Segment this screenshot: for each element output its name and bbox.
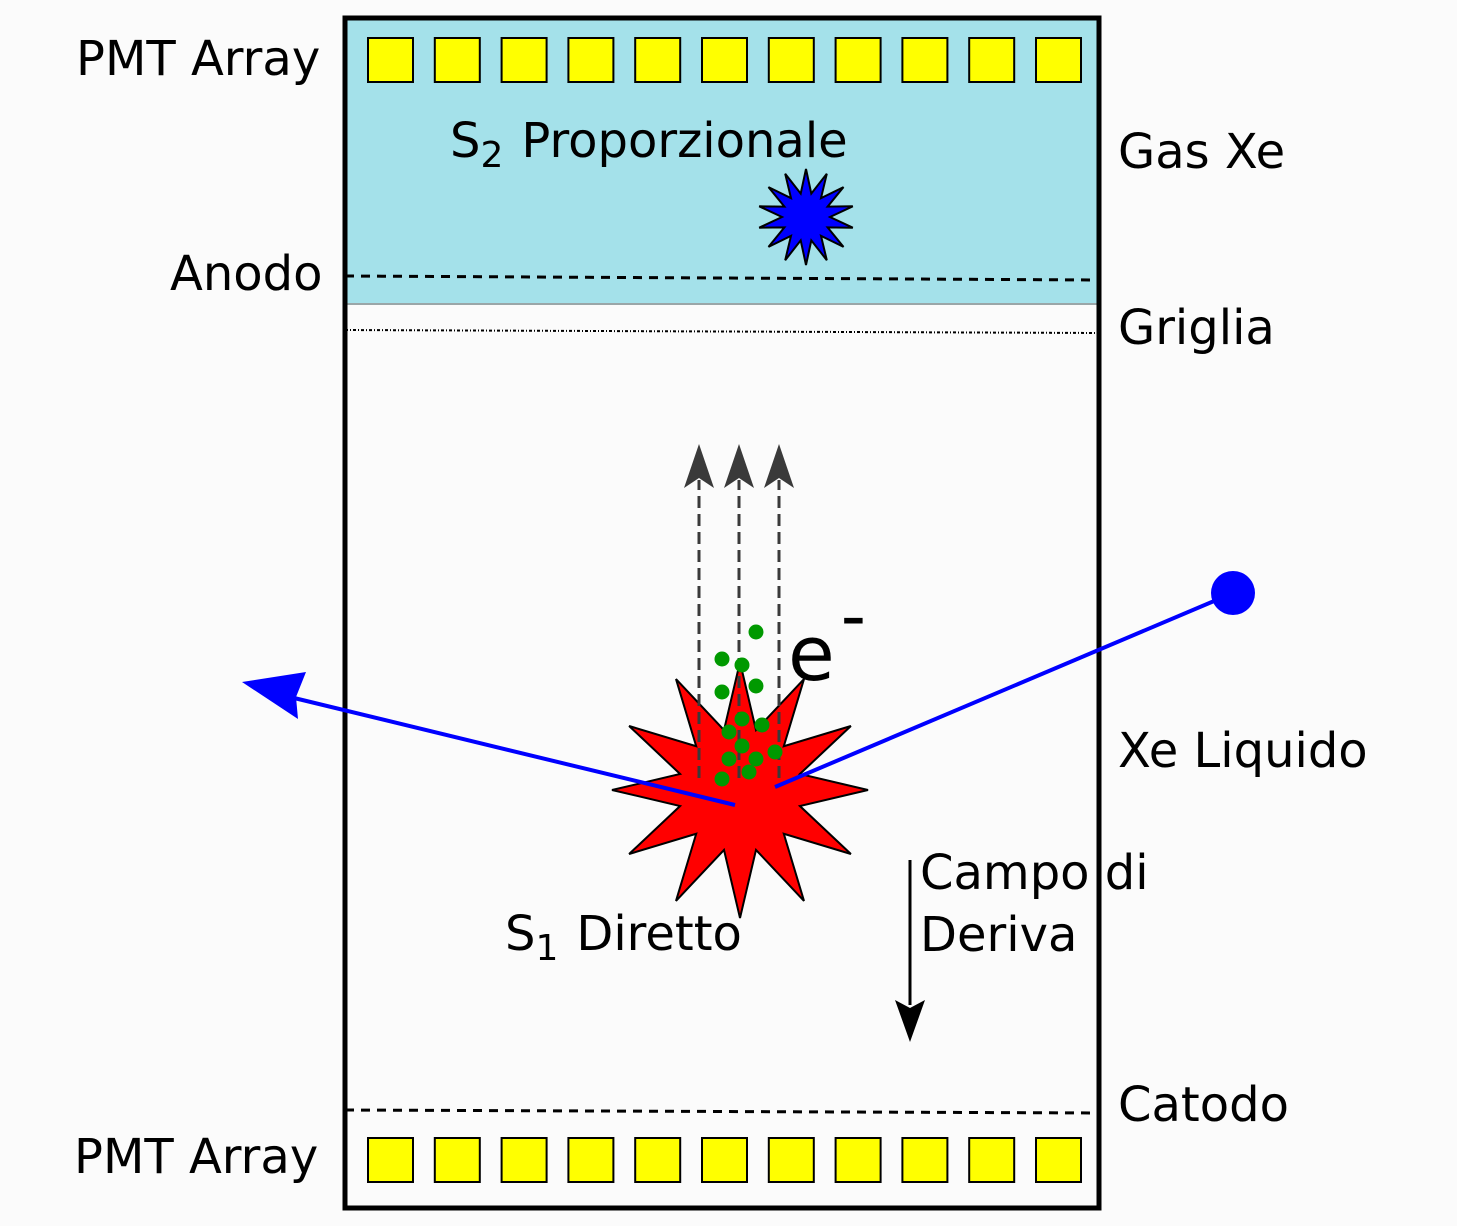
drift-field-label-line2: Deriva [920, 907, 1077, 963]
electron-dot [748, 678, 764, 694]
pmt-square [1035, 37, 1082, 83]
electron-dot [741, 764, 757, 780]
electron-dot [754, 717, 770, 733]
pmt-array-top [367, 37, 1082, 83]
pmt-array-top-label: PMT Array [76, 31, 320, 87]
electron-dot [714, 684, 730, 700]
pmt-square [834, 1137, 882, 1183]
liquid-xe-label: Xe Liquido [1118, 723, 1368, 779]
electron-dot [767, 744, 783, 760]
electron-dot [734, 711, 750, 727]
pmt-square [567, 37, 615, 83]
pmt-square [701, 1137, 748, 1183]
pmt-square [834, 37, 882, 83]
pmt-array-bottom-label: PMT Array [74, 1129, 318, 1185]
s1-label: S1 Diretto [505, 906, 742, 969]
red-starburst-icon [611, 661, 869, 919]
grid-line [344, 329, 1100, 334]
outgoing-track [289, 695, 736, 807]
pmt-square [567, 1137, 615, 1183]
drift-field-arrowhead-icon [895, 1000, 925, 1042]
blue-starburst-icon [758, 168, 854, 266]
drift-field-arrow [895, 860, 925, 1042]
pmt-square [433, 1137, 481, 1183]
pmt-square [968, 37, 1016, 83]
s2-letter: S [450, 113, 480, 169]
electron-drift-arrows [684, 444, 794, 778]
pmt-square [500, 1137, 548, 1183]
incoming-track [774, 591, 1234, 789]
particle-track [242, 571, 1255, 807]
pmt-square [500, 37, 548, 83]
electron-dot [714, 771, 730, 787]
grid-label: Griglia [1118, 300, 1275, 356]
drift-arrowhead-right [764, 444, 794, 488]
electron-letter: e [788, 609, 835, 698]
s1-subscript: 1 [535, 928, 558, 969]
electron-label: e- [788, 575, 866, 698]
outgoing-arrowhead-icon [242, 672, 306, 719]
anode-label: Anodo [170, 246, 322, 302]
gas-xe-label: Gas Xe [1118, 124, 1285, 180]
pmt-square [634, 37, 682, 83]
electron-dot [721, 751, 737, 767]
pmt-array-bottom [367, 1137, 1082, 1183]
electron-dot [748, 751, 764, 767]
electron-dot [721, 724, 737, 740]
pmt-square [968, 1137, 1016, 1183]
anode-line [344, 274, 1100, 282]
electron-dot [734, 657, 750, 673]
pmt-square [367, 1137, 414, 1183]
s2-label: S2 Proporzionale [450, 113, 848, 176]
pmt-square [767, 1137, 815, 1183]
pmt-square [634, 1137, 682, 1183]
drift-arrowhead-middle [724, 444, 754, 488]
pmt-square [767, 37, 815, 83]
electron-dot [748, 624, 764, 640]
electron-superscript: - [841, 575, 866, 657]
cathode-line [344, 1108, 1100, 1115]
electron-dot [734, 738, 750, 754]
drift-arrowhead-left [684, 444, 714, 488]
pmt-square [367, 37, 414, 83]
electron-dot [714, 651, 730, 667]
pmt-square [1035, 1137, 1082, 1183]
pmt-square [701, 37, 748, 83]
ionization-electrons [714, 624, 783, 787]
s1-text: Diretto [576, 906, 742, 962]
detector-vessel [342, 15, 1102, 1211]
pmt-square [433, 37, 481, 83]
s2-text: Proporzionale [521, 113, 847, 169]
pmt-square [901, 1137, 949, 1183]
s1-letter: S [505, 906, 535, 962]
cathode-label: Catodo [1118, 1077, 1289, 1133]
pmt-square [901, 37, 949, 83]
particle-dot-icon [1211, 571, 1255, 615]
s2-subscript: 2 [480, 135, 503, 176]
drift-field-label-line1: Campo di [920, 845, 1149, 901]
